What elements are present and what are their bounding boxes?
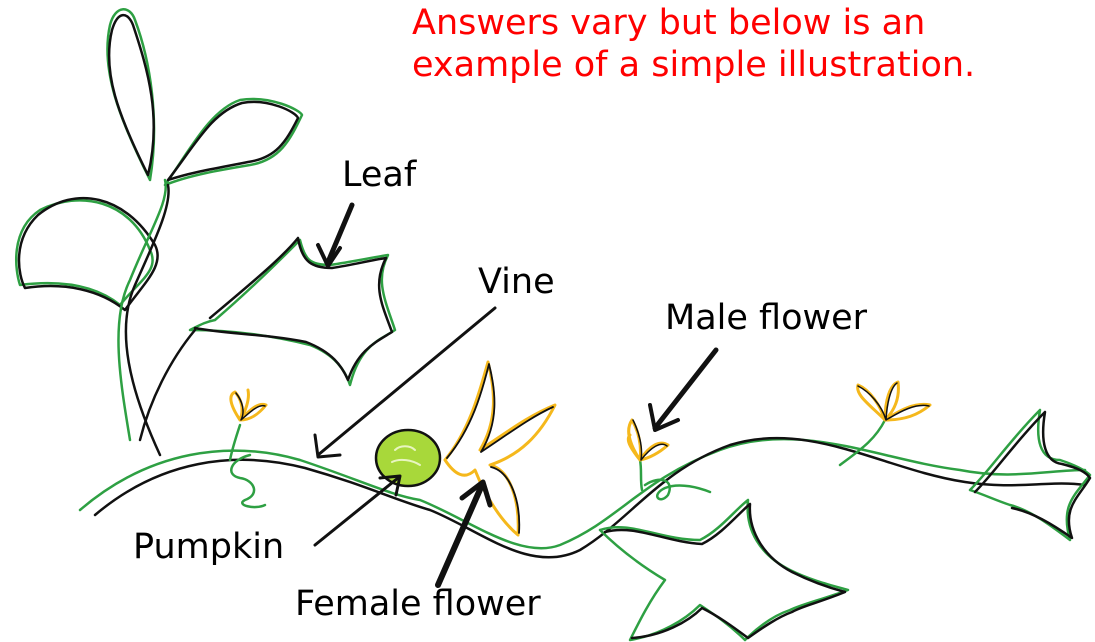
label-vine: Vine	[478, 262, 555, 302]
left-big-leaf-outline	[19, 198, 158, 310]
caption-line-2: example of a simple illustration.	[412, 44, 1092, 86]
lower-leaf-green	[600, 500, 848, 640]
female-flower-outline	[447, 364, 553, 533]
lower-middle-leaf	[600, 500, 848, 640]
caption-line-1: Answers vary but below is an	[412, 2, 1092, 44]
leaf-arrow-shaft	[328, 205, 352, 262]
leaf-stalk	[140, 330, 195, 440]
female-flower-arrow-shaft	[438, 485, 482, 585]
label-female-flower: Female flower	[295, 584, 541, 624]
female-flower-petals	[445, 362, 555, 535]
label-leaf: Leaf	[342, 155, 416, 195]
small-flower-left-petals	[231, 390, 266, 420]
label-pumpkin: Pumpkin	[133, 527, 284, 567]
pumpkin-arrow-shaft	[315, 478, 398, 545]
small-flower-right	[858, 382, 930, 420]
labelled-leaf	[140, 238, 395, 440]
upper-right-leaf	[165, 99, 302, 185]
male-flower-arrow-shaft	[655, 350, 716, 428]
female-flower	[445, 362, 555, 535]
top-narrow-leaf-outline	[109, 15, 154, 175]
label-male-flower: Male flower	[665, 298, 867, 338]
small-flower-left-stem	[230, 425, 240, 460]
tendril-left	[231, 455, 265, 507]
answer-caption: Answers vary but below is an example of …	[412, 2, 1092, 86]
male-flower-stem	[640, 460, 642, 490]
